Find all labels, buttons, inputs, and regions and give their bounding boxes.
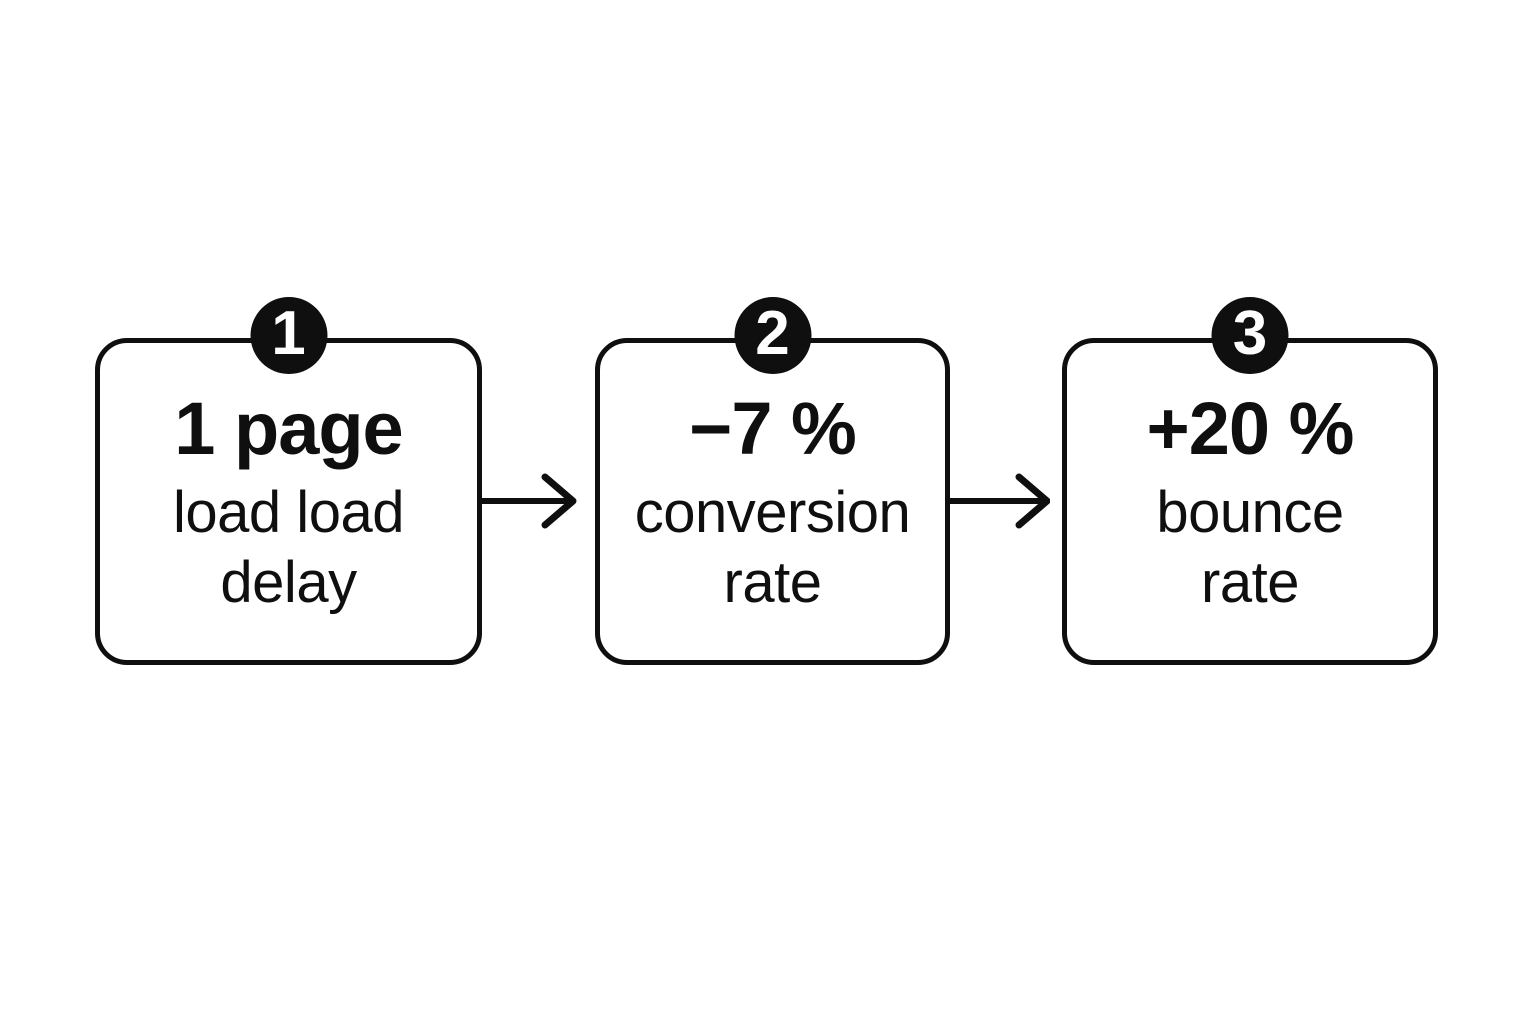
step-headline: 1 page [174,387,403,471]
step-subtext-line: bounce [1156,479,1344,545]
step-number-badge: 3 [1211,297,1289,374]
step-subtext: load load delay [173,478,404,618]
step-headline: −7 % [689,387,857,471]
step-subtext-line: rate [723,549,822,615]
step-number: 3 [1232,299,1268,368]
step-subtext-line: rate [1201,549,1299,615]
step-subtext: conversion rate [634,478,911,618]
step-card-3: 3 +20 % bounce rate [1062,297,1438,665]
step-number-badge: 2 [734,297,811,374]
step-subtext-line: load load [173,479,404,545]
step-subtext-line: delay [220,549,357,615]
step-number: 1 [271,299,306,368]
step-card-2: 2 −7 % conversion rate [595,297,950,665]
step-subtext-line: conversion [634,479,911,545]
flow-arrow-icon [482,450,582,552]
step-number-badge: 1 [250,297,327,374]
step-headline: +20 % [1146,387,1355,471]
step-number: 2 [755,299,790,368]
flow-arrow-icon [950,450,1050,552]
step-card-1: 1 1 page load load delay [95,297,482,665]
step-subtext: bounce rate [1156,478,1344,618]
